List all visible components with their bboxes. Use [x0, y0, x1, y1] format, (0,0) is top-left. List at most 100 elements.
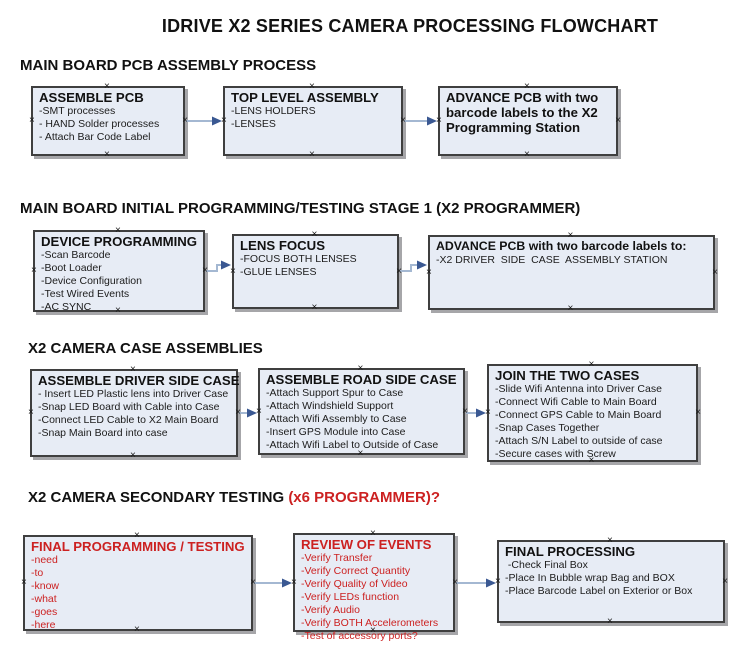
connection-handle-icon: × [452, 576, 458, 588]
box-line: -Test Wired Events [41, 288, 130, 300]
box-line: -Verify BOTH Accelerometers [301, 617, 439, 629]
section-heading-red-text: (x6 PROGRAMMER)? [288, 489, 440, 506]
connection-handle-icon: × [396, 265, 402, 277]
box-line: -Connect Wifi Cable to Main Board [495, 396, 657, 408]
connection-handle-icon: × [31, 265, 37, 276]
flow-arrow [206, 260, 231, 272]
box-line: -Verify Quality of Video [301, 578, 408, 590]
connection-handle-icon: × [695, 407, 701, 418]
box-line: -Attach Windshield Support [266, 400, 394, 412]
box-line: -LENSES [231, 118, 276, 130]
box-line: -Insert GPS Module into Case [266, 426, 406, 438]
box-line: -know [31, 580, 60, 592]
connection-handle-icon: × [235, 407, 241, 418]
flow-arrow [186, 116, 222, 126]
box-line: -Place Barcode Label on Exterior or Box [505, 585, 693, 597]
section-heading-text: X2 CAMERA SECONDARY TESTING [28, 489, 289, 506]
box-line: -Check Final Box [505, 559, 588, 571]
box-title: ASSEMBLE PCB [39, 90, 144, 105]
box-line: -Connect LED Cable to X2 Main Board [38, 414, 219, 426]
flow-box-top-level-assembly: × × × × TOP LEVEL ASSEMBLY -LENS HOLDERS… [221, 82, 406, 160]
connection-handle-icon: × [567, 230, 574, 241]
box-line: -Snap Cases Together [495, 422, 600, 434]
section-heading-text: X2 CAMERA CASE ASSEMBLIES [28, 340, 263, 357]
box-title: ASSEMBLE DRIVER SIDE CASE [38, 373, 240, 388]
flow-box-lens-focus: × × × × LENS FOCUS -FOCUS BOTH LENSES -G… [230, 230, 402, 313]
connection-handle-icon: × [722, 575, 728, 587]
box-line: -what [31, 593, 57, 605]
flow-arrow [239, 408, 257, 418]
box-title: ASSEMBLE ROAD SIDE CASE [266, 372, 457, 387]
flow-arrow [254, 578, 292, 588]
flow-box-final-processing: × × × × FINAL PROCESSING -Check Final Bo… [495, 536, 728, 627]
connection-handle-icon: × [588, 359, 595, 370]
flow-box-assemble-road-side-case: × × × × ASSEMBLE ROAD SIDE CASE -Attach … [256, 364, 468, 459]
page-title: IDRIVE X2 SERIES CAMERA PROCESSING FLOWC… [161, 16, 659, 36]
connection-handle-icon: × [311, 229, 318, 240]
flow-box-final-programming-testing: × × × × FINAL PROGRAMMING / TESTING -nee… [21, 531, 256, 635]
box-line: -Snap LED Board with Cable into Case [38, 401, 220, 413]
connection-handle-icon: × [134, 624, 140, 635]
box-line: -goes [31, 606, 58, 618]
flow-box-join-the-two-cases: × × × × JOIN THE TWO CASES -Slide Wifi A… [485, 360, 701, 466]
box-line: -Verify Audio [301, 604, 360, 616]
box-line: -Boot Loader [41, 262, 102, 274]
connection-handle-icon: × [182, 115, 188, 126]
connection-handle-icon: × [250, 577, 256, 588]
box-title: DEVICE PROGRAMMING [41, 234, 198, 249]
connection-handle-icon: × [712, 266, 718, 278]
box-line: -Secure cases with Screw [495, 448, 616, 460]
box-line: -Attach Support Spur to Case [266, 387, 404, 399]
connection-handle-icon: × [436, 115, 442, 126]
connection-handle-icon: × [21, 577, 27, 588]
box-line: - HAND Solder processes [39, 118, 160, 130]
box-line: -Slide Wifi Antenna into Driver Case [495, 383, 662, 395]
connection-handle-icon: × [485, 407, 491, 418]
box-title: TOP LEVEL ASSEMBLY [231, 90, 379, 105]
connection-handle-icon: × [221, 115, 227, 126]
connection-handle-icon: × [400, 115, 406, 126]
connection-handle-icon: × [462, 405, 468, 417]
connection-handle-icon: × [104, 149, 110, 160]
box-line: -Attach S/N Label to outside of case [495, 435, 663, 447]
connection-handle-icon: × [357, 363, 364, 374]
connection-handle-icon: × [588, 455, 595, 466]
connection-handle-icon: × [524, 149, 530, 160]
box-line: -need [31, 554, 58, 566]
box-line: -X2 DRIVER SIDE CASE ASSEMBLY STATION [436, 254, 668, 266]
section-heading-case-assemblies: X2 CAMERA CASE ASSEMBLIES [28, 340, 263, 357]
connection-handle-icon: × [370, 625, 376, 636]
box-line: - Insert LED Plastic lens into Driver Ca… [38, 388, 229, 400]
connection-handle-icon: × [202, 265, 208, 276]
connection-handle-icon: × [607, 616, 613, 627]
box-line: -Test of accessory ports? [301, 630, 418, 642]
box-line: -Device Configuration [41, 275, 142, 287]
flow-box-review-of-events: × × × × REVIEW OF EVENTS -Verify Transfe… [291, 529, 458, 643]
connection-handle-icon: × [357, 448, 364, 459]
flow-box-device-programming: × × × × DEVICE PROGRAMMING -Scan Barcode… [31, 226, 208, 316]
section-heading-text: MAIN BOARD PCB ASSEMBLY PROCESS [20, 57, 317, 74]
box-line: -Verify Correct Quantity [301, 565, 411, 577]
section-heading-text: MAIN BOARD INITIAL PROGRAMMING/TESTING S… [20, 200, 581, 217]
box-line: -Attach Wifi Assembly to Case [266, 413, 407, 425]
section-heading-pcb-assembly: MAIN BOARD PCB ASSEMBLY PROCESS [20, 57, 316, 74]
box-title: JOIN THE TWO CASES [495, 368, 640, 383]
flow-arrow [456, 578, 496, 588]
box-line: - Attach Bar Code Label [39, 131, 151, 143]
section-heading-secondary-testing: X2 CAMERA SECONDARY TESTING (x6 PROGRAMM… [28, 489, 440, 506]
connection-handle-icon: × [370, 528, 376, 539]
connection-handle-icon: × [495, 575, 501, 587]
connection-handle-icon: × [607, 535, 613, 546]
box-line: -Snap Main Board into case [38, 427, 168, 439]
box-line: -AC SYNC [41, 301, 92, 313]
section-heading-initial-programming: MAIN BOARD INITIAL PROGRAMMING/TESTING S… [20, 200, 580, 217]
box-title: FINAL PROGRAMMING / TESTING [31, 539, 245, 554]
flow-arrow [404, 116, 437, 126]
box-line: -SMT processes [39, 105, 116, 117]
box-line: -Attach Wifi Label to Outside of Case [266, 439, 439, 451]
connection-handle-icon: × [134, 530, 140, 541]
connection-handle-icon: × [130, 364, 136, 375]
box-line: -Connect GPS Cable to Main Board [495, 409, 662, 421]
flow-box-advance-pcb-programming-station: × × × × ADVANCE PCB with two barcode lab… [436, 82, 621, 160]
box-line: -Verify LEDs function [301, 591, 400, 603]
